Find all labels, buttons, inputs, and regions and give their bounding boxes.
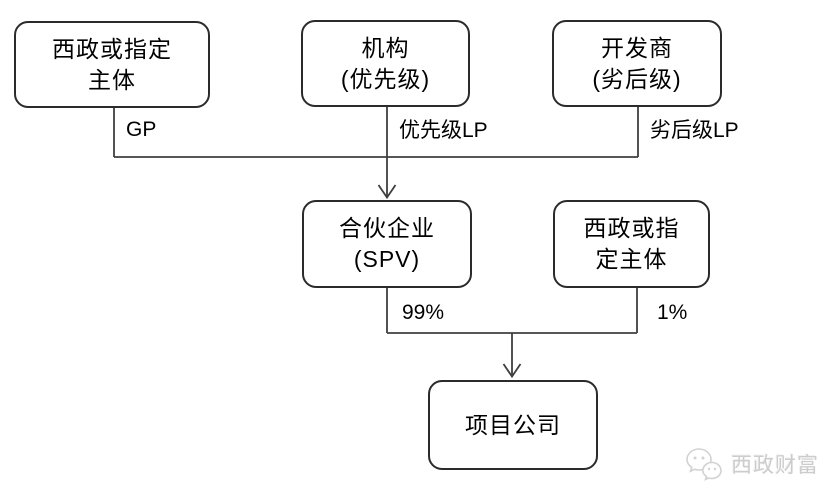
edge-label-junior-lp: 劣后级LP xyxy=(650,119,739,142)
node-spv-label-line1: 合伙企业 xyxy=(339,215,435,241)
watermark-brand-text: 西政财富 xyxy=(731,454,819,477)
node-gp-entity-label-line2: 主体 xyxy=(88,66,136,93)
arrow-down-icon xyxy=(502,363,522,379)
node-project-company-label: 项目公司 xyxy=(465,411,561,438)
node-institution: 机构 (优先级) xyxy=(301,20,470,107)
watermark: 西政财富 xyxy=(685,446,819,482)
node-institution-label-line2: (优先级) xyxy=(340,65,431,92)
node-designated-entity-label-line2: 定主体 xyxy=(595,246,668,272)
node-institution-label-line1: 机构 xyxy=(361,34,410,61)
node-developer: 开发商 (劣后级) xyxy=(552,20,722,107)
node-developer-label-line2: (劣后级) xyxy=(592,65,682,92)
node-gp-entity-label-line1: 西政或指定 xyxy=(52,35,172,62)
node-project-company: 项目公司 xyxy=(428,380,598,470)
edge-label-senior-lp: 优先级LP xyxy=(399,119,488,142)
node-designated-entity: 西政或指 定主体 xyxy=(553,200,710,288)
edge-label-entity-share: 1% xyxy=(657,301,688,324)
edge-label-gp: GP xyxy=(126,118,157,141)
node-gp-entity: 西政或指定 主体 xyxy=(14,21,210,108)
node-designated-entity-label-line1: 西政或指 xyxy=(583,215,680,241)
edge-label-spv-share: 99% xyxy=(402,301,445,324)
node-spv: 合伙企业 (SPV) xyxy=(302,200,472,288)
wechat-icon xyxy=(686,448,722,481)
node-developer-label-line1: 开发商 xyxy=(601,34,673,61)
node-spv-label-line2: (SPV) xyxy=(353,246,421,272)
arrow-down-icon xyxy=(377,184,397,200)
